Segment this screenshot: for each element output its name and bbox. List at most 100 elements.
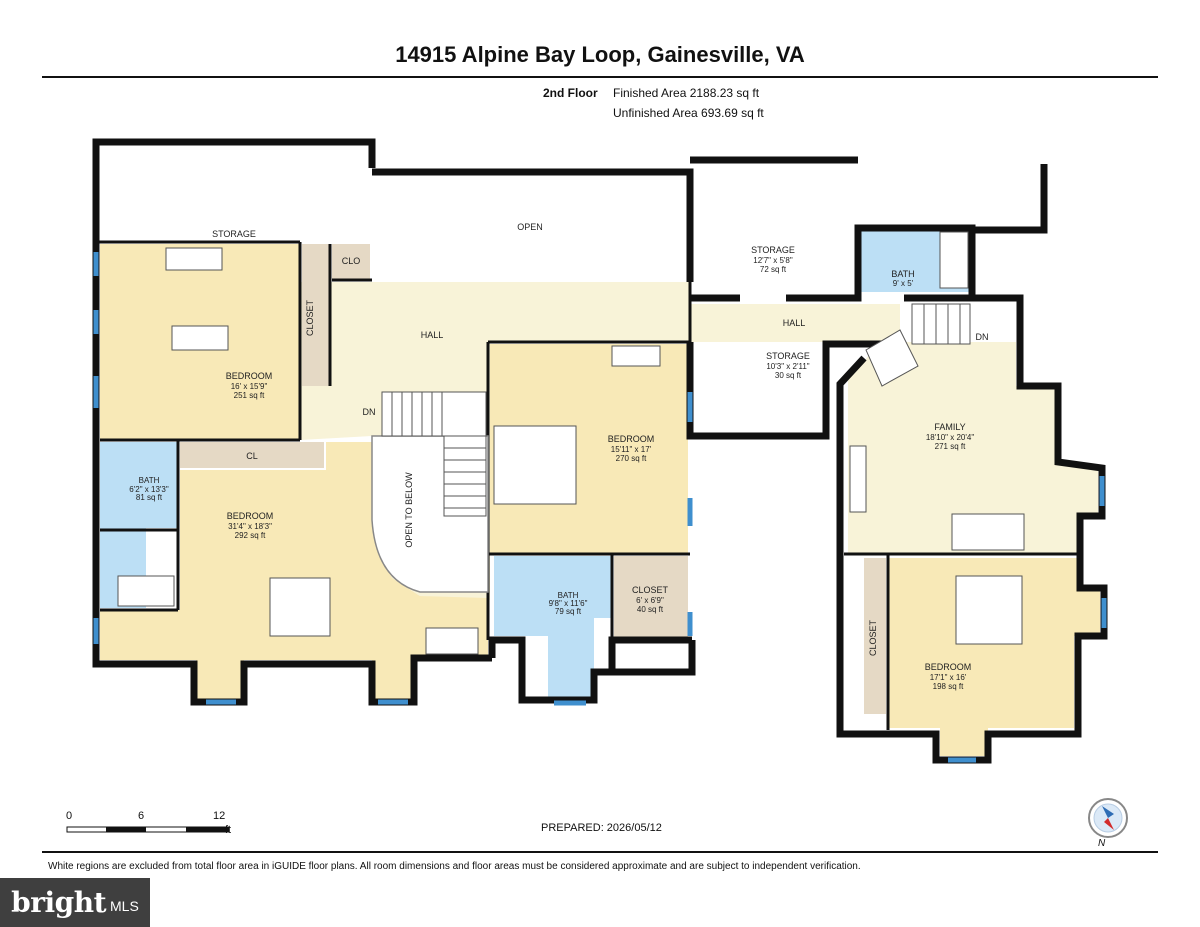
stairs-main-upper — [381, 391, 487, 437]
floor-label: 2nd Floor — [543, 86, 598, 100]
label-storage-1: STORAGE — [751, 245, 795, 255]
dims-bath-top: 9' x 5' — [893, 279, 914, 288]
hall-right-fill — [690, 304, 900, 342]
cl-fill — [180, 442, 324, 468]
compass-icon — [1088, 798, 1128, 838]
label-hall-right: HALL — [783, 318, 806, 328]
header-rule — [42, 76, 1158, 78]
wall-closet-south — [596, 640, 696, 676]
walls — [92, 138, 1108, 764]
property-address-title: 14915 Alpine Bay Loop, Gainesville, VA — [395, 42, 805, 67]
scale-label-12: 12 — [213, 810, 226, 822]
area-family: 271 sq ft — [935, 442, 966, 451]
desk-bedroom-3 — [425, 627, 479, 655]
tub-bath-top — [939, 231, 969, 289]
dims-bedroom-2: 15'11" x 17' — [611, 445, 652, 454]
family-fill — [848, 342, 1098, 554]
label-cl: CL — [246, 451, 258, 461]
windows — [93, 252, 1107, 763]
dims-closet-mid: 6' x 6'9" — [636, 596, 664, 605]
label-family: FAMILY — [934, 422, 965, 432]
bed-bedroom-3 — [269, 577, 331, 637]
label-clo: CLO — [342, 256, 361, 266]
disclaimer-text: White regions are excluded from total fl… — [48, 861, 861, 872]
bath-mid-fill — [494, 556, 612, 700]
stairs-main — [381, 391, 487, 517]
label-open-to-below: OPEN TO BELOW — [404, 472, 414, 548]
area-storage-2: 30 sq ft — [775, 371, 802, 380]
closet-left-fill — [302, 244, 330, 386]
logo-suffix: MLS — [110, 897, 139, 914]
dims-family: 18'10" x 20'4" — [926, 433, 974, 442]
label-storage-top: STORAGE — [212, 229, 256, 239]
wall-open-north — [372, 168, 694, 282]
table-bedroom-1 — [171, 325, 229, 351]
area-closet-mid: 40 sq ft — [637, 605, 664, 614]
closet-right-fill — [864, 558, 886, 714]
label-bath-top: BATH — [891, 269, 914, 279]
finished-area: Finished Area 2188.23 sq ft — [613, 86, 760, 100]
dims-bedroom-1: 16' x 15'9" — [231, 382, 268, 391]
bed-bedroom-4 — [955, 575, 1023, 645]
bath-left-fill — [100, 442, 178, 608]
logo-brand: bright — [11, 886, 107, 919]
stairs-right-flight — [911, 303, 971, 345]
room-fills — [100, 228, 1100, 756]
bedroom-3-fill — [100, 442, 488, 700]
label-bedroom-2: BEDROOM — [608, 434, 655, 444]
wall-ne-stub — [972, 164, 1048, 234]
wall-bath-top — [786, 224, 976, 302]
dims-bath-mid: 9'8" x 11'6" — [549, 599, 588, 608]
scale-unit: ft — [225, 824, 232, 836]
label-bedroom-3: BEDROOM — [227, 511, 274, 521]
wall-west-outline — [92, 138, 492, 706]
dims-storage-1: 12'7" x 5'8" — [753, 256, 793, 265]
area-bedroom-4: 198 sq ft — [933, 682, 964, 691]
dims-storage-2: 10'3" x 2'11" — [766, 362, 809, 371]
area-bedroom-1: 251 sq ft — [234, 391, 265, 400]
dims-bath-left: 6'2" x 13'3" — [129, 485, 169, 494]
label-hall-main: HALL — [421, 330, 444, 340]
label-bath-left: BATH — [139, 476, 160, 485]
stairs-right — [865, 303, 971, 387]
closet-mid-fill — [614, 556, 688, 642]
area-bath-mid: 79 sq ft — [555, 607, 582, 616]
compass-north-label: N — [1098, 838, 1106, 849]
area-bedroom-3: 292 sq ft — [235, 531, 266, 540]
prepared-date: PREPARED: 2026/05/12 — [541, 822, 662, 834]
stairs-main-lower — [443, 435, 487, 517]
room-labels: STORAGE OPEN STORAGE 12'7" x 5'8" 72 sq … — [129, 222, 988, 691]
area-bedroom-2: 270 sq ft — [616, 454, 647, 463]
desk-bedroom-2 — [611, 345, 661, 367]
bright-mls-logo: bright MLS — [0, 878, 150, 927]
label-closet-left: CLOSET — [305, 299, 315, 336]
scale-bar-graphic — [66, 826, 230, 833]
label-stairs-down-main: DN — [363, 407, 376, 417]
label-bedroom-1: BEDROOM — [226, 371, 273, 381]
bedroom-4-fill — [888, 558, 1100, 756]
stairs-right-landing — [865, 329, 919, 387]
scale-label-0: 0 — [66, 810, 73, 822]
desk-bedroom-1 — [165, 247, 223, 271]
label-stairs-down-right: DN — [976, 332, 989, 342]
label-closet-right: CLOSET — [868, 619, 878, 656]
label-bath-mid: BATH — [558, 591, 579, 600]
sofa-family — [951, 513, 1025, 551]
footer-rule — [42, 851, 1158, 853]
furniture — [117, 231, 1025, 655]
floor-plan-drawing: STORAGE OPEN STORAGE 12'7" x 5'8" 72 sq … — [92, 138, 1108, 764]
label-storage-2: STORAGE — [766, 351, 810, 361]
label-open: OPEN — [517, 222, 543, 232]
area-bath-left: 81 sq ft — [136, 493, 163, 502]
unfinished-area: Unfinished Area 693.69 sq ft — [613, 106, 764, 120]
dims-bedroom-4: 17'1" x 16' — [930, 673, 967, 682]
wall-south-mid — [488, 636, 692, 704]
scale-label-6: 6 — [138, 810, 145, 822]
area-storage-1: 72 sq ft — [760, 265, 787, 274]
label-bedroom-4: BEDROOM — [925, 662, 972, 672]
label-closet-mid: CLOSET — [632, 585, 669, 595]
dims-bedroom-3: 31'4" x 18'3" — [228, 522, 272, 531]
console-family — [849, 445, 867, 513]
bed-bedroom-2 — [493, 425, 577, 505]
